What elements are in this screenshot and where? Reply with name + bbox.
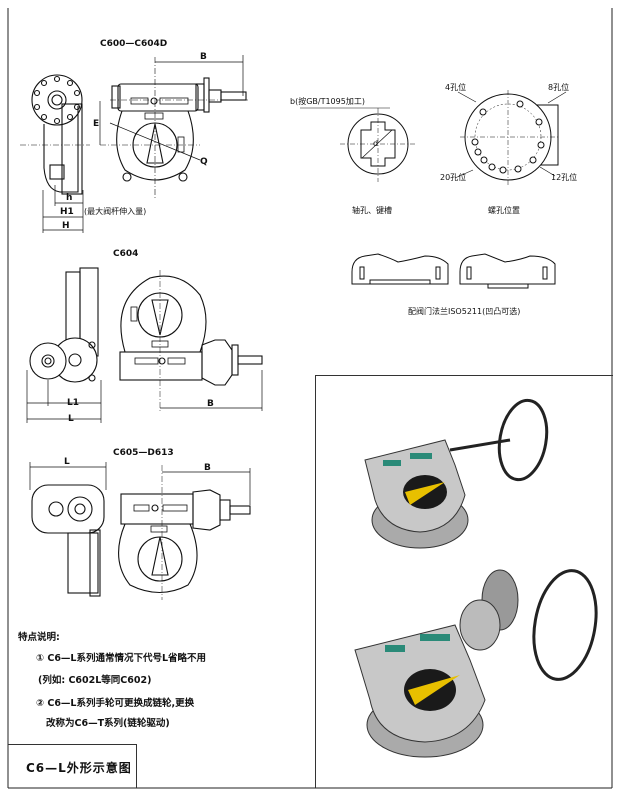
c604-dim-l1: L1 — [67, 398, 79, 408]
c600-h1-note: (最大阀杆伸入量) — [84, 206, 146, 216]
c600-dim-e: E — [93, 119, 99, 129]
c600-drawing — [20, 55, 250, 233]
c600-dim-h-total: H — [62, 221, 70, 231]
notes-heading: 特点说明: — [18, 632, 60, 643]
c605-dim-l: L — [64, 457, 70, 467]
c605-drawing — [29, 462, 251, 600]
gearbox-photo-large — [354, 569, 598, 758]
label-8-holes: 8孔位 — [548, 82, 569, 92]
c600-dim-h1: H1 — [60, 207, 74, 217]
c604-dim-b: B — [207, 399, 214, 409]
c604-dim-l: L — [68, 414, 74, 424]
c600-dim-b: B — [200, 52, 207, 62]
title-block: C6—L外形示意图 — [8, 744, 137, 788]
bolt-holes-caption: 螺孔位置 — [488, 205, 520, 215]
c604-title: C604 — [113, 249, 138, 259]
flange-caption: 配阀门法兰ISO5211(凹凸可选) — [408, 306, 520, 316]
note-2-line-1: ② C6—L系列手轮可更换成链轮,更换 — [36, 698, 195, 709]
c600-title: C600—C604D — [100, 39, 167, 49]
shaft-caption: 轴孔、键槽 — [352, 205, 392, 215]
label-12-holes: 12孔位 — [551, 172, 577, 182]
c600-dim-h: h — [66, 193, 72, 203]
bolt-hole-drawing — [454, 90, 567, 185]
label-4-holes: 4孔位 — [445, 82, 466, 92]
flange-drawing — [351, 253, 556, 289]
label-20-holes: 20孔位 — [440, 172, 466, 182]
c600-dim-q: Q — [200, 157, 208, 167]
c605-dim-b: B — [204, 463, 211, 473]
gearbox-photo-small — [364, 398, 549, 549]
dim-d: d — [373, 139, 378, 148]
product-photo-panel — [315, 375, 613, 788]
note-1-line-1: ① C6—L系列通常情况下代号L省略不用 — [36, 653, 207, 664]
note-2-line-2: 改称为C6—T系列(链轮驱动) — [46, 718, 170, 729]
note-1-line-2: (列如: C602L等同C602) — [38, 675, 152, 686]
c604-drawing — [26, 267, 263, 423]
c605-title: C605—D613 — [113, 448, 174, 458]
sheet-title: C6—L外形示意图 — [26, 761, 132, 775]
keyway-note: b(按GB/T1095加工) — [290, 96, 365, 106]
shaft-bore-drawing — [300, 107, 416, 182]
